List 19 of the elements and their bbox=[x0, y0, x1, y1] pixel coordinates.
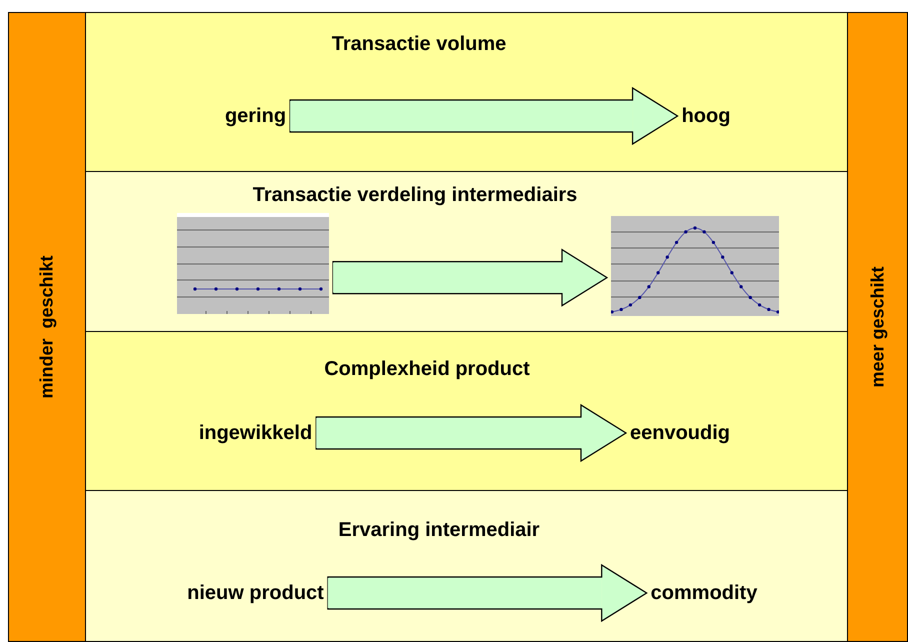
band-heading: Transactie verdeling intermediairs bbox=[252, 184, 578, 207]
chart-picture bbox=[177, 213, 329, 314]
band-panel bbox=[85, 331, 848, 491]
side-label: minder geschikt bbox=[36, 255, 58, 399]
side-bar bbox=[8, 12, 86, 642]
side-label: meer geschikt bbox=[867, 266, 888, 388]
scale-label: hoog bbox=[517, 98, 847, 134]
scale-label: gering bbox=[118, 98, 393, 134]
band-heading: Complexheid product bbox=[323, 358, 531, 381]
scale-label: commodity bbox=[517, 575, 847, 611]
side-bar bbox=[847, 12, 908, 642]
scale-label: ingewikkeld bbox=[118, 415, 393, 451]
scale-label: nieuw product bbox=[118, 575, 393, 611]
band-panel bbox=[85, 171, 848, 332]
scale-label: eenvoudig bbox=[517, 415, 847, 451]
chart-picture bbox=[611, 216, 779, 316]
band-panel bbox=[85, 490, 848, 642]
band-heading: Ervaring intermediair bbox=[337, 519, 541, 542]
band-heading: Transactie volume bbox=[330, 33, 508, 56]
